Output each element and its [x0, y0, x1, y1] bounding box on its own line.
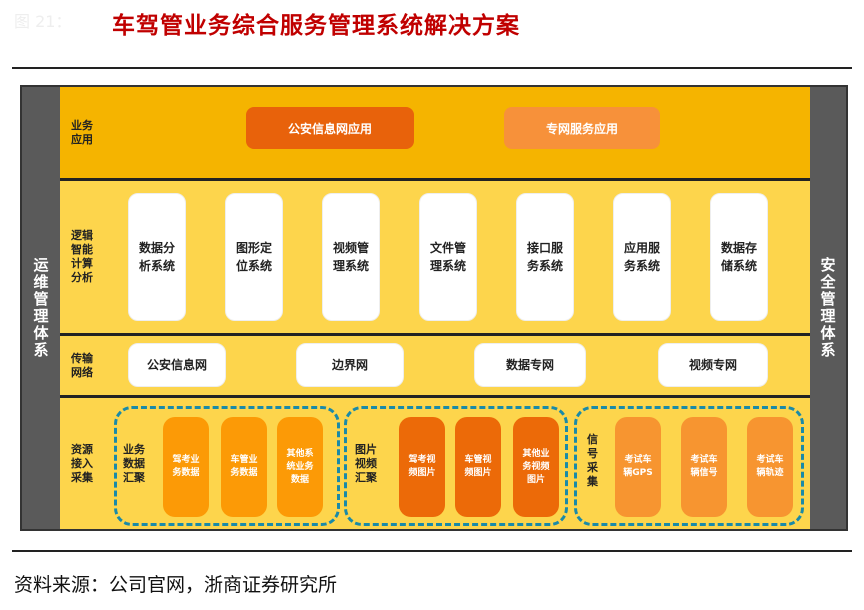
source-box: 其他系 统业务 数据	[277, 417, 323, 517]
system-box: 数据存 储系统	[710, 193, 768, 321]
layer-label: 逻辑 智能 计算 分析	[71, 229, 93, 284]
layer-label: 业务 应用	[71, 118, 93, 146]
top-divider	[12, 67, 852, 69]
source-box: 其他业 务视频 图片	[513, 417, 559, 517]
source-box: 驾考视 频图片	[399, 417, 445, 517]
system-box: 图形定 位系统	[225, 193, 283, 321]
source-box: 考试车 辆信号	[681, 417, 727, 517]
figure-label: 图 21：	[14, 12, 72, 31]
source-box: 车管视 频图片	[455, 417, 501, 517]
source-box: 驾考业 务数据	[163, 417, 209, 517]
bottom-divider	[12, 550, 852, 552]
system-box: 应用服 务系统	[613, 193, 671, 321]
logic-analysis-layer: 逻辑 智能 计算 分析 数据分 析系统 图形定 位系统 视频管 理系统 文件管 …	[60, 181, 810, 333]
public-security-net-app: 公安信息网应用	[246, 107, 414, 149]
private-net-service-app: 专网服务应用	[504, 107, 660, 149]
network-box: 视频专网	[658, 343, 768, 387]
page-title: 车驾管业务综合服务管理系统解决方案	[112, 13, 520, 39]
network-box: 边界网	[296, 343, 404, 387]
system-box: 视频管 理系统	[322, 193, 380, 321]
resource-collection-layer: 资源 接入 采集 业务 数据 汇聚 驾考业 务数据 车管业 务数据 其他系 统业…	[60, 398, 810, 529]
source-box: 考试车 辆轨迹	[747, 417, 793, 517]
business-data-group: 业务 数据 汇聚 驾考业 务数据 车管业 务数据 其他系 统业务 数据	[114, 406, 340, 526]
security-management-bar: 安全管理体系	[810, 87, 846, 529]
group-label: 信 号 采 集	[587, 433, 598, 488]
source-box: 考试车 辆GPS	[615, 417, 661, 517]
image-video-group: 图片 视频 汇聚 驾考视 频图片 车管视 频图片 其他业 务视频 图片	[344, 406, 568, 526]
source-box: 车管业 务数据	[221, 417, 267, 517]
network-box: 公安信息网	[128, 343, 226, 387]
system-box: 接口服 务系统	[516, 193, 574, 321]
system-box: 数据分 析系统	[128, 193, 186, 321]
signal-collection-group: 信 号 采 集 考试车 辆GPS 考试车 辆信号 考试车 辆轨迹	[574, 406, 804, 526]
layer-label: 资源 接入 采集	[71, 442, 93, 484]
business-app-layer: 业务 应用 公安信息网应用 专网服务应用	[60, 87, 810, 178]
network-layer: 传输 网络 公安信息网 边界网 数据专网 视频专网	[60, 336, 810, 395]
group-label: 图片 视频 汇聚	[355, 443, 377, 484]
layer-label: 传输 网络	[71, 351, 93, 379]
ops-management-bar: 运维管理体系	[22, 87, 60, 529]
source-note: 资料来源：公司官网，浙商证券研究所	[14, 574, 338, 596]
network-box: 数据专网	[474, 343, 586, 387]
system-box: 文件管 理系统	[419, 193, 477, 321]
group-label: 业务 数据 汇聚	[123, 443, 145, 484]
